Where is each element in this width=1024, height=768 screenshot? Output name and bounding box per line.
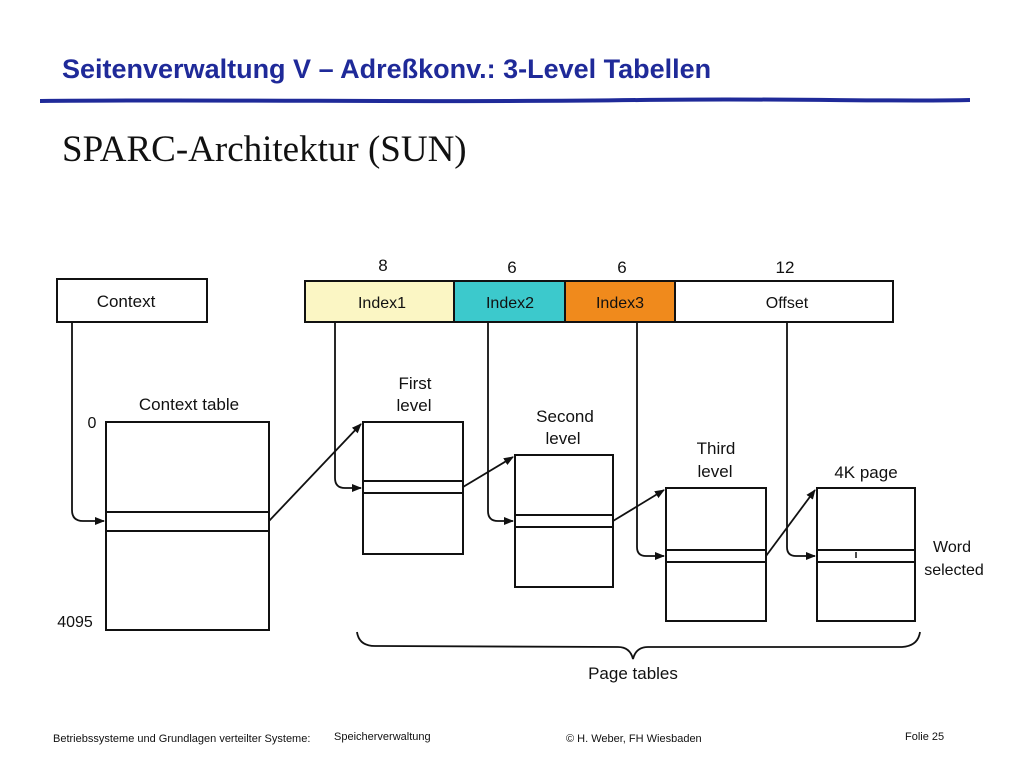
field-offset — [674, 280, 894, 323]
arrow-index1-to-first-level — [334, 322, 362, 492]
page-label: 4K page — [834, 463, 897, 482]
arrow-first-level-to-second-level — [462, 456, 514, 488]
field-index3-bits: 6 — [617, 258, 626, 277]
context-table-start-index: 0 — [88, 415, 97, 432]
context-table-end-index: 4095 — [57, 614, 93, 631]
title-underline — [40, 97, 970, 104]
second-level-selected-entry — [514, 514, 614, 528]
word-selected-label-line2: selected — [924, 562, 984, 579]
slide-subtitle: SPARC-Architektur (SUN) — [62, 129, 467, 170]
context-register — [56, 278, 208, 323]
third-level-label-line1: Third — [697, 439, 736, 458]
field-index3 — [564, 280, 676, 323]
arrow-context-entry-to-first-level — [268, 423, 362, 522]
field-index1-bits: 8 — [378, 256, 387, 275]
footer-author: © H. Weber, FH Wiesbaden — [566, 733, 702, 745]
third-level-label-line2: level — [698, 462, 733, 481]
arrow-index2-to-second-level — [487, 322, 514, 525]
first-level-label-line1: First — [398, 374, 431, 393]
field-index3-label: Index3 — [596, 295, 644, 312]
first-level-selected-entry — [362, 480, 464, 494]
field-index1 — [304, 280, 455, 323]
context-table-label: Context table — [139, 395, 239, 414]
field-offset-bits: 12 — [776, 258, 795, 277]
arrow-second-level-to-third-level — [612, 489, 665, 522]
field-index2 — [453, 280, 566, 323]
first-level-label-line2: level — [397, 396, 432, 415]
slide-title: Seitenverwaltung V – Adreßkonv.: 3-Level… — [62, 54, 712, 84]
context-table-selected-entry — [105, 511, 270, 532]
arrow-index3-to-third-level — [636, 322, 665, 560]
second-level-label-line2: level — [546, 429, 581, 448]
footer-page-number: Folie 25 — [905, 731, 945, 743]
field-index2-label: Index2 — [486, 295, 534, 312]
page-tables-brace — [356, 631, 921, 660]
second-level-label-line1: Second — [536, 407, 594, 426]
page-tables-label: Page tables — [588, 664, 678, 683]
context-register-label: Context — [97, 292, 156, 311]
page-selected-word — [816, 549, 916, 563]
arrow-offset-to-page — [786, 322, 816, 560]
arrow-context-to-table — [71, 322, 105, 525]
footer-course: Betriebssysteme und Grundlagen verteilte… — [53, 733, 311, 745]
field-offset-label: Offset — [766, 295, 809, 312]
word-selected-label-line1: Word — [933, 539, 971, 556]
third-level-selected-entry — [665, 549, 767, 563]
field-index2-bits: 6 — [507, 258, 516, 277]
arrow-third-level-to-page — [765, 489, 816, 557]
footer-topic: Speicherverwaltung — [334, 731, 431, 743]
field-index1-label: Index1 — [358, 295, 406, 312]
